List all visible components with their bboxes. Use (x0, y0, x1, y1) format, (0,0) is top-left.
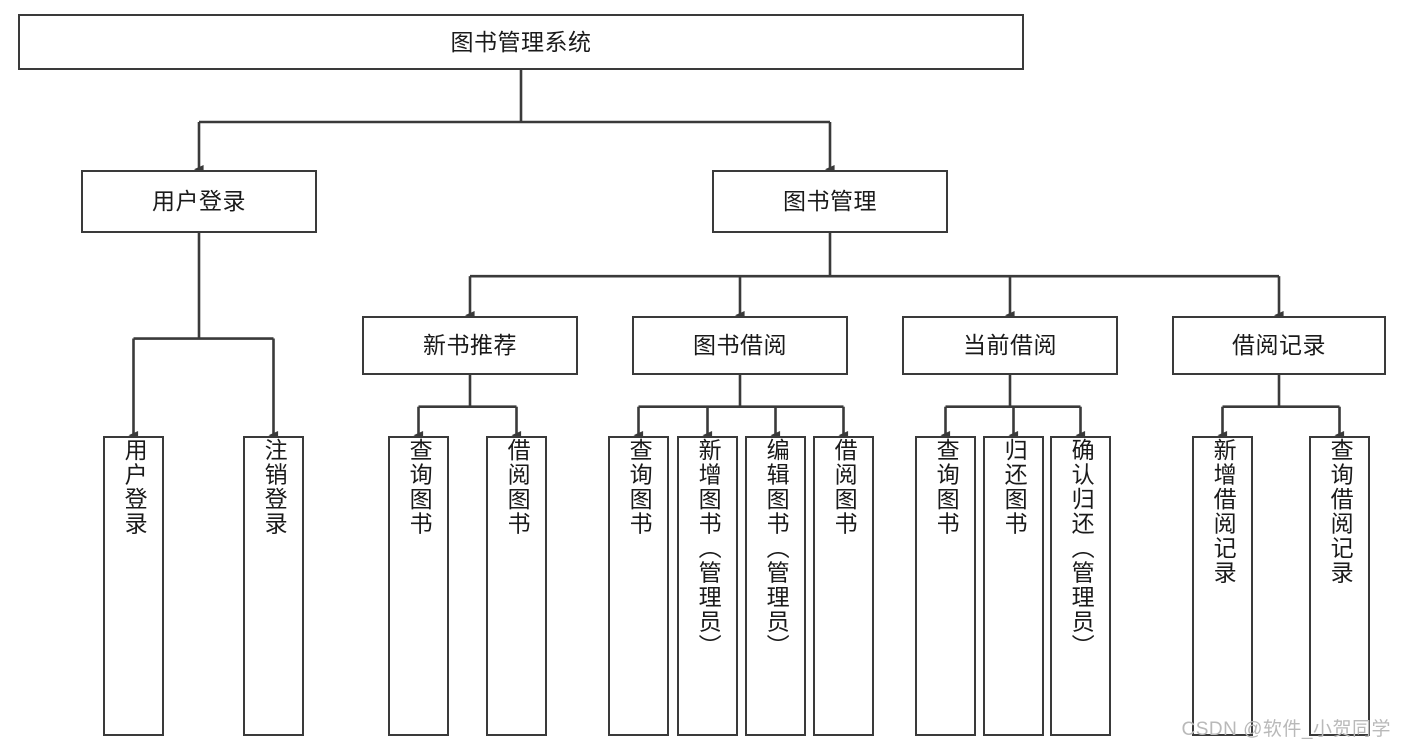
node-leaf-user-logout[interactable]: 注销登录 (243, 436, 304, 736)
node-leaf-user-login[interactable]: 用户登录 (103, 436, 164, 736)
node-book-manage[interactable]: 图书管理 (712, 170, 948, 233)
node-leaf-query-book-rec-label: 查询图书 (406, 438, 433, 536)
node-current-borrow[interactable]: 当前借阅 (902, 316, 1118, 375)
node-leaf-borrow-book-rec-label: 借阅图书 (504, 438, 531, 536)
node-book-manage-label: 图书管理 (783, 188, 877, 215)
node-leaf-confirm-return-label: 确认归还（管理员） (1068, 438, 1095, 659)
node-leaf-query-record-label: 查询借阅记录 (1327, 438, 1354, 585)
node-leaf-query-book[interactable]: 查询图书 (608, 436, 669, 736)
node-leaf-borrow-book-rec[interactable]: 借阅图书 (486, 436, 547, 736)
node-leaf-return-book-label: 归还图书 (1001, 438, 1028, 536)
node-leaf-user-logout-label: 注销登录 (261, 438, 288, 536)
node-book-borrow[interactable]: 图书借阅 (632, 316, 848, 375)
watermark-text: CSDN @软件_小贺同学 (1181, 719, 1391, 740)
node-user-login[interactable]: 用户登录 (81, 170, 317, 233)
node-borrow-record[interactable]: 借阅记录 (1172, 316, 1386, 375)
node-leaf-query-book-label: 查询图书 (626, 438, 653, 536)
node-leaf-add-book-label: 新增图书（管理员） (695, 438, 722, 659)
node-leaf-confirm-return[interactable]: 确认归还（管理员） (1050, 436, 1111, 736)
node-book-borrow-label: 图书借阅 (693, 332, 787, 359)
node-leaf-user-login-label: 用户登录 (121, 438, 148, 536)
node-new-book-recommend[interactable]: 新书推荐 (362, 316, 578, 375)
node-leaf-borrow-book[interactable]: 借阅图书 (813, 436, 874, 736)
node-root[interactable]: 图书管理系统 (18, 14, 1024, 70)
node-leaf-return-book[interactable]: 归还图书 (983, 436, 1044, 736)
node-user-login-label: 用户登录 (152, 188, 246, 215)
node-borrow-record-label: 借阅记录 (1232, 332, 1326, 359)
node-current-borrow-label: 当前借阅 (963, 332, 1057, 359)
node-leaf-edit-book[interactable]: 编辑图书（管理员） (745, 436, 806, 736)
node-leaf-edit-book-label: 编辑图书（管理员） (763, 438, 790, 659)
node-leaf-add-record[interactable]: 新增借阅记录 (1192, 436, 1253, 736)
node-leaf-add-book[interactable]: 新增图书（管理员） (677, 436, 738, 736)
node-leaf-query-book-cur-label: 查询图书 (933, 438, 960, 536)
node-leaf-add-record-label: 新增借阅记录 (1210, 438, 1237, 585)
node-leaf-borrow-book-label: 借阅图书 (831, 438, 858, 536)
node-leaf-query-book-rec[interactable]: 查询图书 (388, 436, 449, 736)
node-leaf-query-record[interactable]: 查询借阅记录 (1309, 436, 1370, 736)
node-leaf-query-book-cur[interactable]: 查询图书 (915, 436, 976, 736)
node-root-label: 图书管理系统 (450, 28, 592, 55)
node-new-book-recommend-label: 新书推荐 (423, 332, 517, 359)
